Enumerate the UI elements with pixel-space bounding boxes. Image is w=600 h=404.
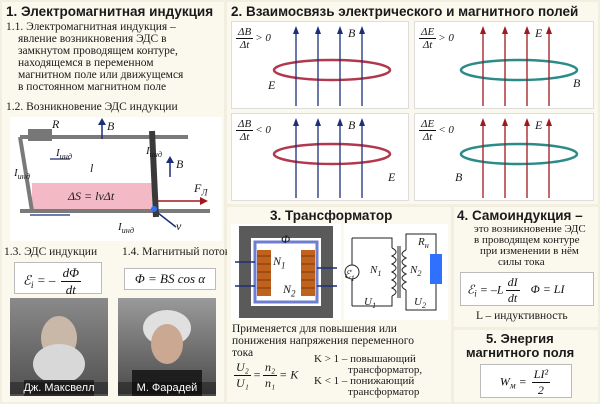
secondary-voltage-label: U2 xyxy=(414,296,427,311)
source-emf-label: ℰ1 xyxy=(344,269,355,284)
step-up-line: K > 1 – повышающий xyxy=(314,353,416,365)
q3-induced-label: E xyxy=(388,170,396,184)
self-induction-line-2: в проводящем контуре xyxy=(474,234,580,246)
current-label-3: Iинд xyxy=(14,167,31,182)
self-induction-line-1: это возникновение ЭДС xyxy=(474,223,586,235)
current-label-2: Iинд xyxy=(146,145,163,160)
transformer-core-svg xyxy=(235,226,337,318)
transformer-circuit-diagram: ℰ1 N1 N2 Rн U1 U2 xyxy=(344,224,448,320)
definition-line-1: явление возникновения ЭДС в xyxy=(18,33,167,45)
load-resistor-label: Rн xyxy=(418,236,429,251)
q3-field-svg xyxy=(272,118,392,198)
length-label: l xyxy=(90,161,94,175)
induction-rails-svg xyxy=(18,118,210,228)
maxwell-portrait: Дж. Максвелл xyxy=(10,298,108,396)
q2-field-label: E xyxy=(535,26,543,40)
transformer-desc-line-3: тока xyxy=(232,347,254,359)
section-4-title: 4. Самоиндукция – xyxy=(457,208,583,223)
primary-voltage-label: U1 xyxy=(364,296,377,311)
moving-rod xyxy=(149,130,159,218)
b-label-2: B xyxy=(176,157,184,171)
faraday-caption: М. Фарадей xyxy=(118,382,216,394)
secondary-winding-label: N2 xyxy=(283,282,296,299)
definition-line-3: находящемся в переменном xyxy=(18,57,154,69)
definition-lead: 1.1. Электромагнитная индукция – xyxy=(6,21,176,33)
q4-field-svg xyxy=(459,118,579,198)
q1-induced-label: E xyxy=(268,78,276,92)
primary-coil-label: N1 xyxy=(370,264,382,279)
transformer-core-diagram: Φ N1 N2 xyxy=(231,224,341,320)
section-1-title: 1. Электромагнитная индукция xyxy=(6,4,214,19)
definition-line-5: в постоянном магнитном поле xyxy=(18,81,167,93)
maxwell-caption: Дж. Максвелл xyxy=(10,382,108,394)
force-label: FЛ xyxy=(194,181,208,198)
section-5-title-line-1: 5. Энергия xyxy=(486,331,554,346)
q4-induced-label: B xyxy=(455,170,463,184)
resistor-label: R xyxy=(52,117,60,131)
core-flux-label: Φ xyxy=(281,232,291,246)
velocity-label: v xyxy=(176,219,182,233)
induction-diagram: R B Iинд l Iинд B Iинд ΔS = lvΔt FЛ Iинд… xyxy=(10,117,222,241)
q1-field-label: B xyxy=(348,26,356,40)
step-up-line-2: трансформатор, xyxy=(348,364,423,376)
flux-formula: Φ = BS cos α xyxy=(124,268,216,290)
inductance-note: L – индуктивность xyxy=(476,310,568,322)
flux-area xyxy=(32,183,152,211)
section-3-title: 3. Трансформатор xyxy=(270,208,393,223)
self-induction-line-4: силы тока xyxy=(498,256,545,268)
definition-line-4: магнитном поле или движущемся xyxy=(18,69,184,81)
section-2-title: 2. Взаимосвязь электрического и магнитно… xyxy=(231,4,579,19)
velocity-arrow xyxy=(157,212,177,228)
current-label-4: Iинд xyxy=(118,221,135,236)
step-down-line-2: трансформатор xyxy=(348,386,420,398)
transformer-desc-line-1: Применяется для повышения или xyxy=(232,323,397,335)
secondary-coil-label: N2 xyxy=(410,264,422,279)
q2-induced-label: B xyxy=(573,76,581,90)
section-4-panel xyxy=(454,207,598,327)
faraday-portrait: М. Фарадей xyxy=(118,298,216,396)
section-5-title-line-2: магнитного поля xyxy=(466,345,575,360)
b-label-1: B xyxy=(107,119,115,133)
step-down-line: K < 1 – понижающий xyxy=(314,375,415,387)
q4-field-label: E xyxy=(535,118,543,132)
definition-line-2: замкнутом проводящем контуре, xyxy=(18,45,178,57)
resistor xyxy=(28,129,52,141)
primary-winding-label: N1 xyxy=(273,254,286,271)
transformer-desc-line-2: понижения напряжения переменного xyxy=(232,335,414,347)
q2-field-svg xyxy=(459,26,579,106)
self-induction-line-3: при изменении в нём xyxy=(480,245,579,257)
q1-field-svg xyxy=(272,26,392,106)
subsection-1-2-title: 1.2. Возникновение ЭДС индукции xyxy=(6,101,178,113)
transformer-circuit-svg xyxy=(344,233,442,311)
area-label: ΔS = lvΔt xyxy=(68,189,115,203)
subsection-1-3-title: 1.3. ЭДС индукции xyxy=(4,246,98,258)
rail-left xyxy=(18,136,34,212)
subsection-1-4-title: 1.4. Магнитный поток xyxy=(122,246,231,258)
current-label-1: Iинд xyxy=(56,147,73,162)
q3-field-label: B xyxy=(348,118,356,132)
